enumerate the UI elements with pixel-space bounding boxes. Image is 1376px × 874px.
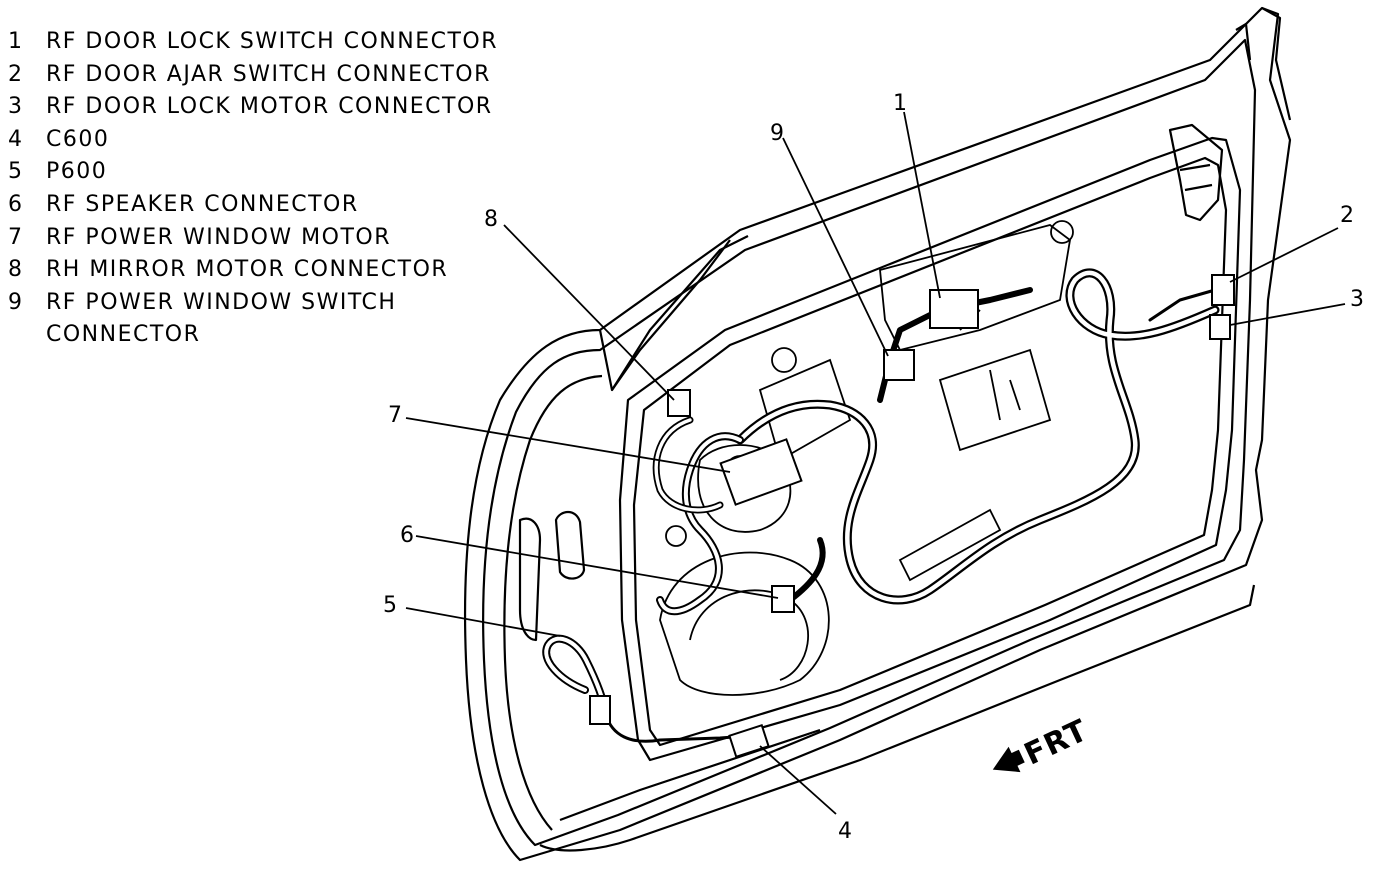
door-shell — [463, 6, 1292, 862]
wiring-harness — [542, 268, 1220, 743]
callout-1: 1 — [893, 91, 907, 116]
legend-number: 9 — [8, 289, 24, 315]
leader-line-1 — [903, 111, 941, 299]
legend-label: RF SPEAKER CONNECTOR — [46, 191, 359, 217]
callout-8: 8 — [484, 207, 498, 232]
frt-label: FRT — [1019, 713, 1093, 772]
door-lock-motor-connector — [1209, 314, 1231, 340]
legend-label: RF DOOR LOCK SWITCH CONNECTOR — [46, 29, 499, 54]
leader-line-6 — [415, 535, 779, 599]
legend-label: RF POWER WINDOW SWITCH — [46, 289, 397, 315]
legend-label: RH MIRROR MOTOR CONNECTOR — [46, 257, 449, 283]
legend-label: P600 — [46, 159, 108, 185]
leader-line-5 — [405, 607, 561, 637]
legend-number: 1 — [8, 29, 24, 54]
legend-number: 6 — [8, 191, 24, 217]
mirror-motor-connector — [667, 389, 691, 417]
callout-numbers: 1 2 3 4 5 6 7 8 9 — [383, 91, 1364, 844]
front-direction-indicator: FRT — [992, 713, 1093, 773]
connectors — [589, 274, 1235, 758]
legend-item: 3 RF DOOR LOCK MOTOR CONNECTOR — [8, 93, 491, 126]
door-lock-switch-connector — [929, 289, 979, 329]
leader-line-7 — [405, 417, 731, 473]
legend-item: 6 RF SPEAKER CONNECTOR — [8, 191, 478, 224]
legend-label: RF POWER WINDOW MOTOR — [46, 224, 391, 250]
legend-number: 4 — [8, 126, 24, 152]
legend-item: 5 P600 — [8, 158, 478, 191]
door-ajar-switch-connector — [1211, 274, 1235, 306]
leader-line-9 — [782, 137, 889, 357]
legend-number: 7 — [8, 224, 24, 250]
callout-4: 4 — [838, 819, 852, 844]
legend-label: RF DOOR AJAR SWITCH CONNECTOR — [46, 61, 491, 87]
leader-line-3 — [1229, 303, 1346, 326]
callout-6: 6 — [400, 523, 414, 548]
leader-line-8 — [503, 224, 675, 401]
legend-item: 9 RF POWER WINDOW SWITCH CONNECTOR — [8, 289, 478, 348]
legend-label: RF DOOR LOCK MOTOR CONNECTOR — [46, 94, 493, 120]
callout-3: 3 — [1350, 287, 1364, 312]
legend-number: 2 — [8, 61, 24, 87]
callout-5: 5 — [383, 593, 397, 618]
callout-7: 7 — [388, 403, 402, 428]
window-regulator — [659, 220, 1074, 696]
legend-number: 3 — [8, 94, 24, 120]
legend-item: 7 RF POWER WINDOW MOTOR — [8, 224, 478, 257]
legend-number: 5 — [8, 159, 24, 185]
legend-item: 8 RH MIRROR MOTOR CONNECTOR — [8, 256, 478, 289]
legend: 1 RF DOOR LOCK SWITCH CONNECTOR 2 RF DOO… — [8, 28, 497, 348]
callout-2: 2 — [1340, 203, 1354, 228]
legend-item: 1 RF DOOR LOCK SWITCH CONNECTOR — [8, 28, 497, 61]
legend-number: 8 — [8, 257, 24, 283]
legend-label-continued: CONNECTOR — [46, 322, 201, 348]
c600-connector — [728, 724, 770, 758]
power-window-motor — [719, 438, 803, 506]
legend-label: C600 — [46, 126, 110, 152]
arrow-shaft — [1009, 749, 1025, 767]
callout-9: 9 — [770, 121, 784, 146]
arrow-left-icon — [992, 746, 1021, 773]
legend-item: 2 RF DOOR AJAR SWITCH CONNECTOR — [8, 61, 489, 94]
speaker-connector — [771, 585, 795, 613]
leader-lines — [405, 111, 1346, 815]
window-switch-connector — [883, 349, 915, 381]
leader-line-4 — [759, 745, 837, 815]
leader-line-2 — [1229, 227, 1339, 283]
p600-connector — [589, 695, 611, 725]
legend-item: 4 C600 — [8, 126, 478, 159]
